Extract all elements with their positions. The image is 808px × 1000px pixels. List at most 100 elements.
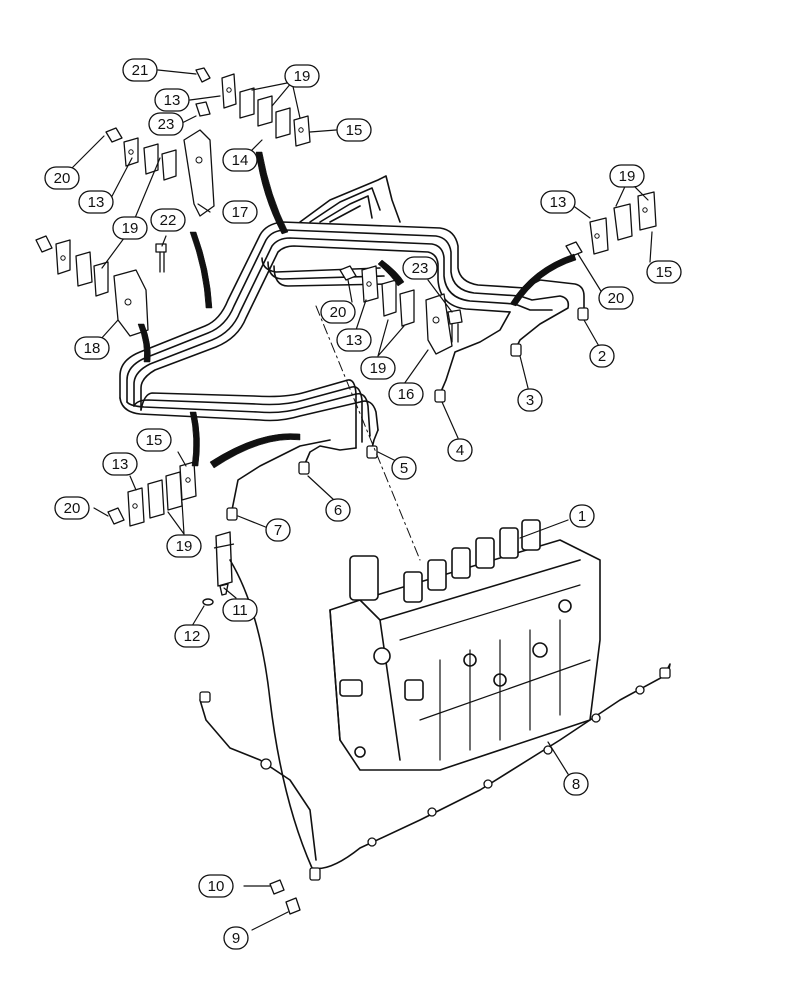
callout-balloon (112, 216, 148, 240)
callout-number: 13 (112, 456, 129, 473)
callout-c19c: 19 (609, 164, 645, 188)
callout-c15c: 15 (136, 428, 172, 452)
callout-number: 13 (88, 194, 105, 211)
callout-balloon (336, 328, 372, 352)
callout-number: 13 (550, 194, 567, 211)
clip-slots (60, 87, 648, 509)
callout-number: 7 (274, 522, 282, 539)
callout-balloon (74, 336, 110, 360)
callout-balloon (54, 496, 90, 520)
callout-c2: 2 (589, 344, 615, 368)
callout-balloon (563, 772, 589, 796)
callout-balloon (402, 256, 438, 280)
injector (202, 531, 235, 606)
callout-balloon (447, 438, 473, 462)
callout-number: 10 (208, 878, 225, 895)
callout-number: 2 (598, 348, 606, 365)
callout-c20b: 20 (598, 286, 634, 310)
callout-number: 12 (184, 628, 201, 645)
callout-number: 15 (346, 122, 363, 139)
injection-pump (329, 519, 601, 771)
callout-balloon (517, 388, 543, 412)
callout-number: 13 (346, 332, 363, 349)
callout-balloon (136, 428, 172, 452)
callout-c16: 16 (388, 382, 424, 406)
callout-balloon (44, 166, 80, 190)
callout-number: 19 (619, 168, 636, 185)
callout-number: 13 (164, 92, 181, 109)
callout-c3: 3 (517, 388, 543, 412)
callout-balloon (222, 598, 258, 622)
callout-balloon (360, 356, 396, 380)
callout-c22: 22 (150, 208, 186, 232)
callout-c13b: 13 (78, 190, 114, 214)
callout-balloon (320, 300, 356, 324)
callout-c9: 9 (223, 926, 249, 950)
callout-number: 14 (232, 152, 249, 169)
callout-balloon (284, 64, 320, 88)
callout-number: 19 (122, 220, 139, 237)
callout-c15a: 15 (336, 118, 372, 142)
callout-number: 17 (232, 204, 249, 221)
callout-number: 11 (232, 602, 248, 619)
callout-c14: 14 (222, 148, 258, 172)
callout-c10: 10 (198, 874, 234, 898)
callout-number: 18 (84, 340, 101, 357)
callout-c23b: 23 (402, 256, 438, 280)
callout-c17: 17 (222, 200, 258, 224)
callout-number: 20 (608, 290, 625, 307)
callout-balloon (198, 874, 234, 898)
callout-number: 20 (54, 170, 71, 187)
callout-balloon (540, 190, 576, 214)
callout-number: 21 (132, 62, 149, 79)
callout-balloon (336, 118, 372, 142)
callout-c13e: 13 (102, 452, 138, 476)
callout-c20c: 20 (320, 300, 356, 324)
callout-balloon (598, 286, 634, 310)
callout-c19d: 19 (360, 356, 396, 380)
callout-c12: 12 (174, 624, 210, 648)
callout-c6: 6 (325, 498, 351, 522)
callout-balloon (609, 164, 645, 188)
callout-c18: 18 (74, 336, 110, 360)
callout-number: 19 (176, 538, 193, 555)
pump-details (399, 584, 591, 761)
callout-balloon (102, 452, 138, 476)
callout-number: 23 (412, 260, 429, 277)
return-line-fittings (199, 667, 671, 881)
callout-number: 20 (330, 304, 347, 321)
callout-c13d: 13 (336, 328, 372, 352)
callout-c15b: 15 (646, 260, 682, 284)
line-fittings (226, 307, 589, 521)
callout-balloon (325, 498, 351, 522)
callout-number: 5 (400, 460, 408, 477)
callout-balloon (265, 518, 291, 542)
callout-c19b: 19 (112, 216, 148, 240)
callout-c1: 1 (569, 504, 595, 528)
heavy-arrows (137, 151, 577, 469)
right-lines (439, 279, 585, 395)
callout-number: 9 (232, 930, 240, 947)
callout-c21: 21 (122, 58, 158, 82)
left-lines (231, 429, 379, 511)
callout-number: 23 (158, 116, 175, 133)
centerline (315, 305, 421, 561)
callout-number: 22 (160, 212, 177, 229)
callout-number: 19 (294, 68, 311, 85)
callout-c7: 7 (265, 518, 291, 542)
callout-number: 15 (146, 432, 163, 449)
callout-balloon (174, 624, 210, 648)
bolts (35, 67, 583, 525)
callout-balloon (150, 208, 186, 232)
callout-number: 1 (578, 508, 586, 525)
callout-balloon (222, 148, 258, 172)
callout-number: 6 (334, 502, 342, 519)
callout-c20a: 20 (44, 166, 80, 190)
callout-c13c: 13 (540, 190, 576, 214)
return-hardware (269, 879, 301, 915)
callout-balloon (391, 456, 417, 480)
callout-c8: 8 (563, 772, 589, 796)
callout-number: 15 (656, 264, 673, 281)
callout-number: 19 (370, 360, 387, 377)
